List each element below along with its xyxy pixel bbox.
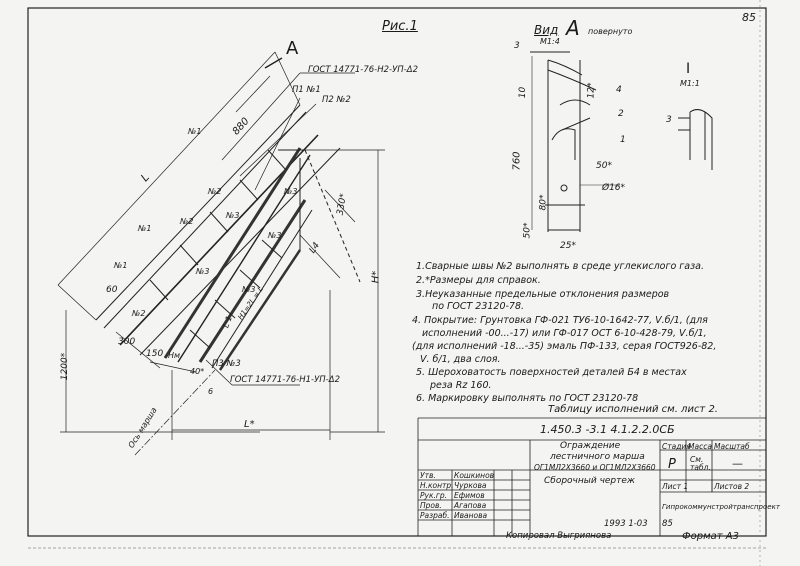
dim-6: 6 <box>208 387 214 396</box>
view-rotated: повернуто <box>588 27 633 36</box>
mark-n3: №3 <box>226 211 240 220</box>
sheets-value: Листов 2 <box>714 482 750 491</box>
gost-bottom: ГОСТ 14771-76-Н1-УП-Δ2 <box>230 375 340 385</box>
note-line: Ⅴ. б/1, два слоя. <box>420 354 501 365</box>
note-line: (для исполнений -18...-35) эмаль ПФ-133,… <box>412 341 717 352</box>
mark-n1: №1 <box>188 127 202 136</box>
mark-n2: №2 <box>180 217 194 226</box>
railing-assembly <box>95 104 361 371</box>
view-a-graphic <box>530 51 620 232</box>
note-line: по ГОСТ 23120-78. <box>432 301 525 312</box>
org-name: Гипрокоммунстройтранспроект <box>662 503 780 511</box>
pos-3: П3 №3 <box>212 359 241 369</box>
sheet-number: 85 <box>742 11 756 24</box>
year-code: 1993 1-03 <box>604 519 648 529</box>
note-line: исполнений -00...-17) или ГФ-017 ОСТ 6-1… <box>422 328 707 339</box>
note-line: реза Rz 160. <box>430 380 492 391</box>
sheet-value: Лист 1 <box>662 482 689 491</box>
sheet-frame <box>27 7 767 537</box>
view-dim-3: 3 <box>514 41 520 51</box>
dim-1200: 1200* <box>60 352 71 381</box>
dim-150: 150 <box>146 349 164 359</box>
mark-n3: №3 <box>242 285 256 294</box>
section-dim-3: 3 <box>666 115 672 125</box>
view-dim-16: Ø16* <box>602 183 626 193</box>
view-dim-12: 12* <box>586 82 597 99</box>
view-pos-4: 4 <box>616 85 622 95</box>
role-label: Пров. <box>420 501 442 510</box>
doc-name-1: Ограждение <box>560 441 621 451</box>
view-pos-2: 2 <box>618 109 624 119</box>
note-line: 4. Покрытие: Грунтовка ГФ-021 ТУ6-10-164… <box>412 315 708 326</box>
mass-value: См. табл. <box>690 455 711 472</box>
role-label: Утв. <box>420 471 436 480</box>
section-scale: М1:1 <box>680 79 700 88</box>
role-name: Кошкинов <box>454 471 495 480</box>
col-mass: Масса <box>688 442 712 451</box>
view-dim-25: 25* <box>560 241 576 251</box>
mark-n3: №3 <box>196 267 210 276</box>
view-letter: A <box>566 16 580 40</box>
copied-by: Копировал Выгриянова <box>506 531 612 541</box>
dim-h: H* <box>370 270 382 284</box>
view-dim-80: 80* <box>538 194 549 211</box>
role-name: Ефимов <box>454 491 485 500</box>
note-line: 5. Шероховатость поверхностей деталей Б4… <box>416 367 687 378</box>
col-stage: Стадия <box>662 442 691 451</box>
view-pos-1: 1 <box>620 135 626 145</box>
note-line: 3.Неуказанные предельные отклонения разм… <box>416 289 670 300</box>
role-label: Н.контр. <box>420 481 454 490</box>
arrow-letter: A <box>286 38 299 59</box>
section-label: I <box>686 61 691 77</box>
view-scale: М1:4 <box>540 37 560 46</box>
col-scale: Масштаб <box>714 442 750 451</box>
footer-sheet: 85 <box>662 519 673 529</box>
gost-top: ГОСТ 14771-76-Н2-УП-Δ2 <box>308 65 418 75</box>
role-name: Иванова <box>454 511 488 520</box>
dim-hm: Hм <box>168 351 181 360</box>
view-title: Вид <box>534 23 559 37</box>
stage-value: Р <box>668 457 676 472</box>
table-note: Таблицу исполнений см. лист 2. <box>548 404 718 415</box>
figure-label: Рис.1 <box>382 19 418 34</box>
mark-n3: №3 <box>284 187 298 196</box>
note-line: 2.*Размеры для справок. <box>416 275 541 286</box>
mark-n2: №2 <box>208 187 222 196</box>
view-dim-760: 760 <box>511 151 523 171</box>
note-line: 6. Маркировку выполнять по ГОСТ 23120-78 <box>416 393 639 404</box>
dim-60: 60 <box>106 285 118 295</box>
format-label: Формат А3 <box>682 531 739 542</box>
doc-name-3: ОГ1МЛ2Х3660 и ОГ1МЛ2Х3660 <box>534 463 656 472</box>
note-line: 1.Сварные швы №2 выполнять в среде углек… <box>416 261 704 272</box>
role-name: Агапова <box>454 501 487 510</box>
view-dim-50b: 50* <box>522 222 533 239</box>
mark-n3: №3 <box>268 231 282 240</box>
doc-name-2: лестничного марша <box>550 452 645 462</box>
mark-n1: №1 <box>114 261 128 270</box>
doc-code: 1.450.3 -3.1 4.1.2.2.0СБ <box>540 423 675 436</box>
role-label: Разраб. <box>420 511 450 520</box>
mark-n2: №2 <box>132 309 146 318</box>
dim-300: 300 <box>118 337 136 347</box>
view-dim-10: 10 <box>518 86 529 99</box>
title-block-lines <box>417 417 766 536</box>
scale-value: — <box>732 457 743 470</box>
doc-type: Сборочный чертеж <box>544 476 636 486</box>
pos-2: П2 №2 <box>322 95 351 105</box>
dim-40: 40* <box>190 367 205 376</box>
role-name: Чуркова <box>454 481 487 490</box>
pos-1: П1 №1 <box>292 85 321 95</box>
mark-n1: №1 <box>138 224 152 233</box>
view-dim-50: 50* <box>596 161 612 171</box>
dim-l-star: L* <box>244 419 255 430</box>
section-i-graphic <box>678 109 713 170</box>
role-label: Рук.гр. <box>420 491 447 500</box>
